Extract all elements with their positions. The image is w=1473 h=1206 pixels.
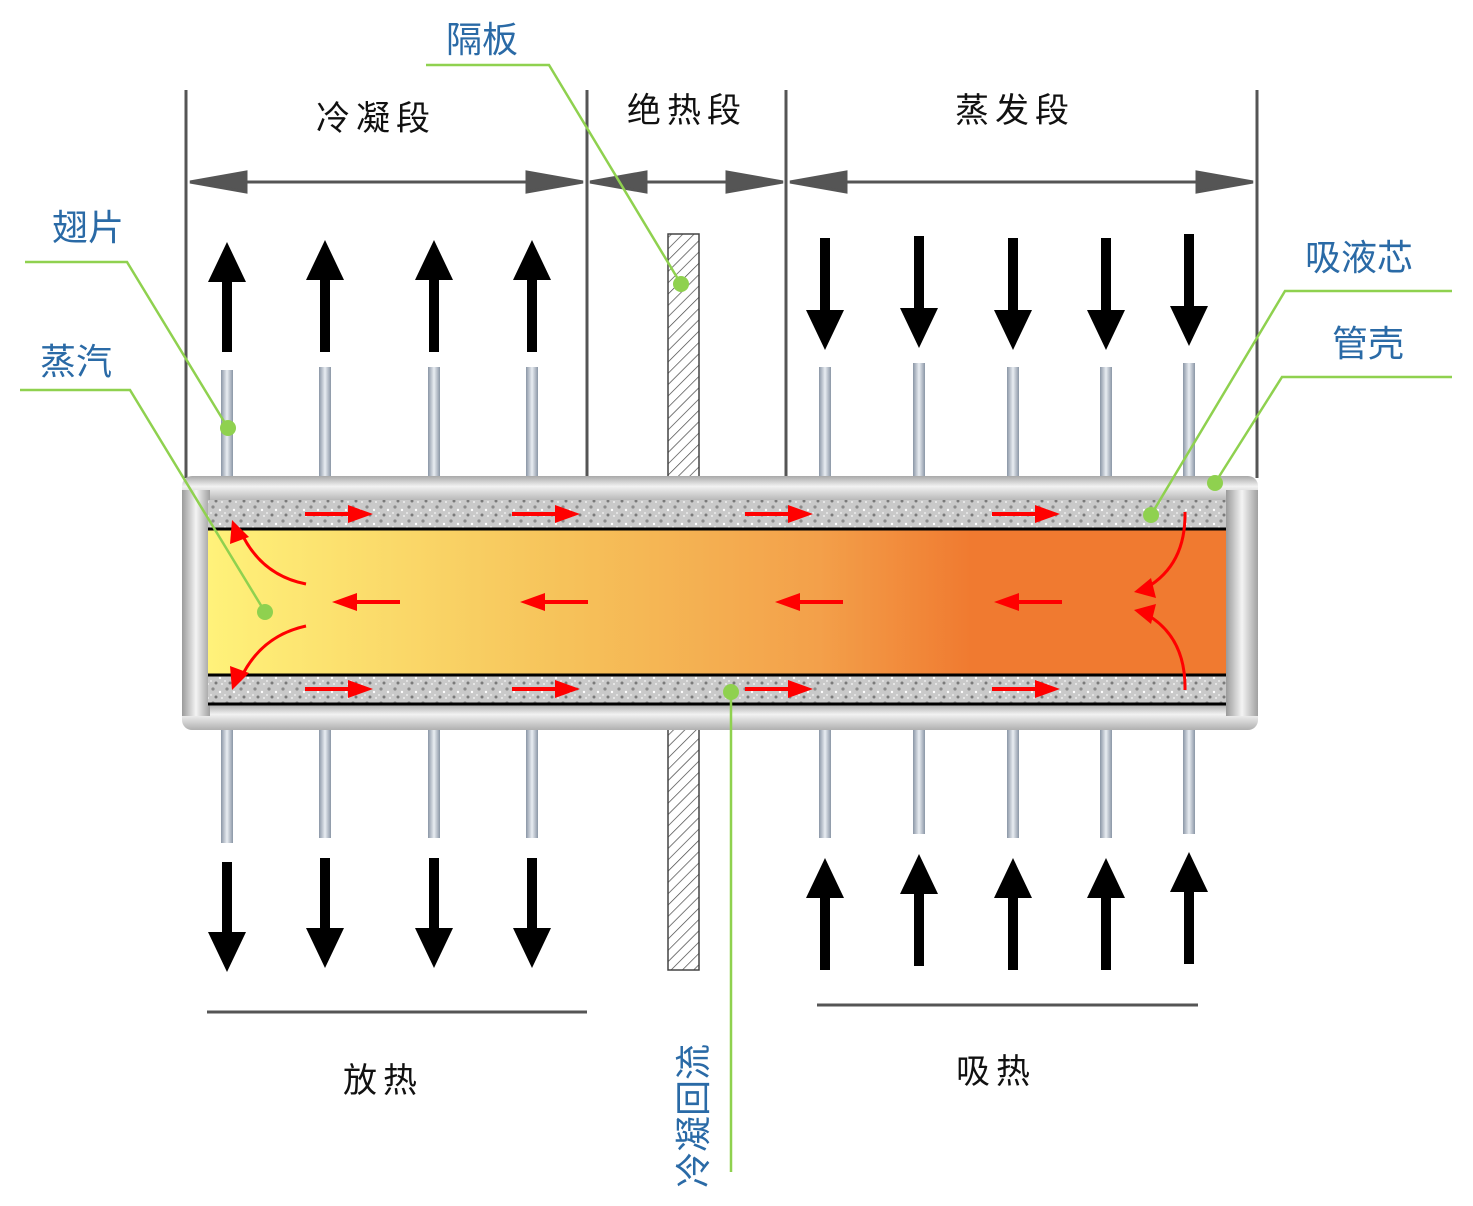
heat-out-arrows-top xyxy=(208,240,551,352)
callout-wick: 吸液芯 xyxy=(1305,238,1413,279)
section-label-evaporation: 蒸发段 xyxy=(955,91,1075,131)
section-boundaries xyxy=(184,90,1259,478)
dimension-arrows xyxy=(189,170,1254,194)
heat-in-arrows-top xyxy=(806,234,1208,350)
callout-dots xyxy=(220,276,1223,700)
heat-out-arrows-bottom xyxy=(208,858,551,972)
callout-condensate-return: 冷凝回流 xyxy=(674,1044,715,1188)
callout-leaders xyxy=(20,63,1452,1172)
section-label-condensation: 冷凝段 xyxy=(316,99,436,139)
label-heat-release: 放热 xyxy=(343,1061,423,1101)
bottom-brackets xyxy=(207,1003,1198,1014)
fins-bottom xyxy=(221,706,1195,843)
fins-top xyxy=(221,363,1195,490)
liquid-flow-arrows xyxy=(305,505,1060,698)
heat-in-arrows-bottom xyxy=(806,852,1208,970)
callout-fin: 翅片 xyxy=(52,208,124,249)
label-heat-absorb: 吸热 xyxy=(956,1052,1036,1092)
section-label-adiabatic: 绝热段 xyxy=(627,91,747,131)
callout-vapor: 蒸汽 xyxy=(40,342,112,383)
vapor-flow-arrows xyxy=(332,593,1062,611)
curved-arrow-heads xyxy=(230,520,1156,690)
pipe-shell xyxy=(182,476,1258,730)
callout-shell: 管壳 xyxy=(1332,324,1404,365)
core-boundaries xyxy=(208,527,1226,706)
callout-baffle: 隔板 xyxy=(446,20,518,61)
baffle-plate-top xyxy=(667,233,700,479)
baffle-plate-bottom xyxy=(667,727,700,971)
